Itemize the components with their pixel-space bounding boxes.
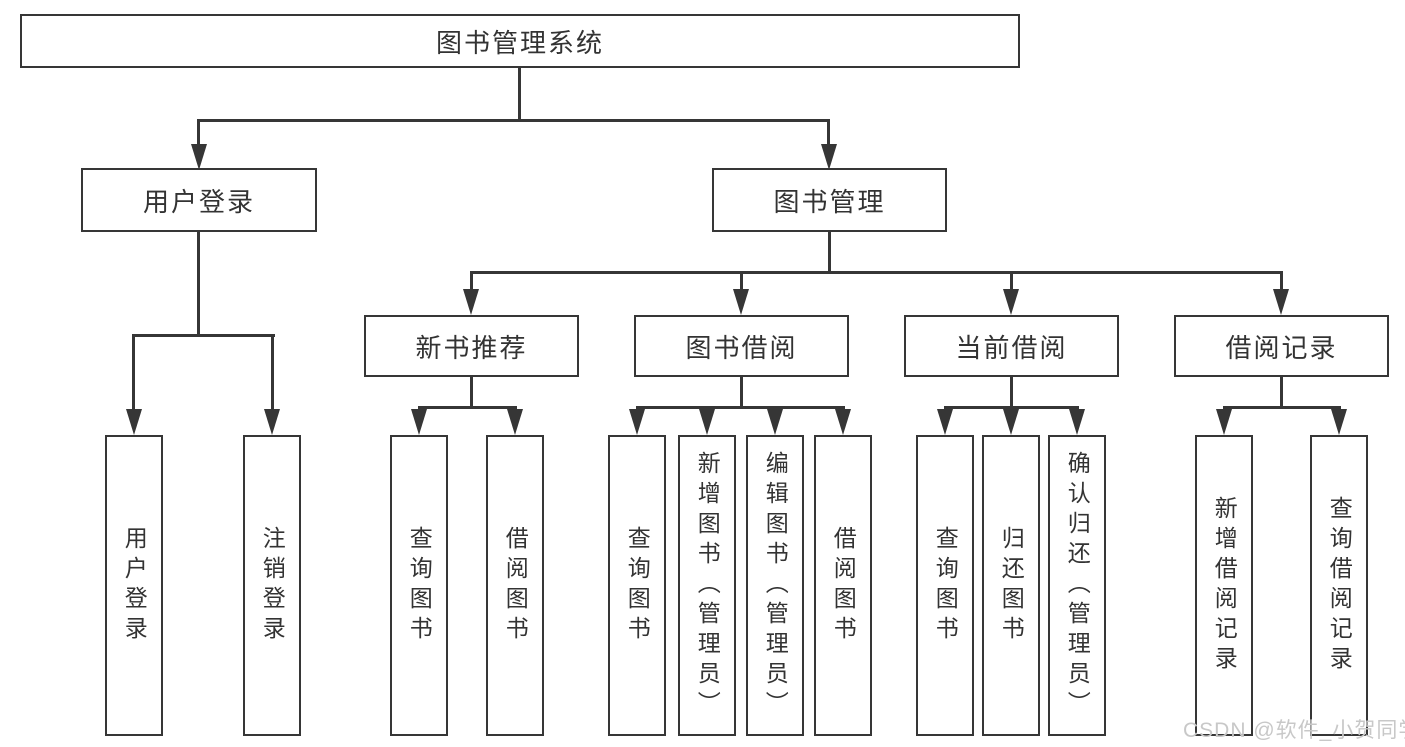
node-label: 当前借阅 xyxy=(955,332,1068,363)
node-label: 查询图书 xyxy=(406,525,433,646)
node-label: 借阅记录 xyxy=(1225,332,1338,363)
connector-line xyxy=(828,232,831,274)
connector-line xyxy=(740,271,743,291)
arrow-down-icon xyxy=(126,409,142,435)
connector-line xyxy=(470,377,473,409)
leaf-user-login: 用户登录 xyxy=(105,435,163,736)
connector-line xyxy=(470,271,473,291)
node-label: 借阅图书 xyxy=(830,525,857,646)
leaf-query-books-3: 查询图书 xyxy=(916,435,974,736)
node-user-login: 用户登录 xyxy=(81,168,317,232)
connector-line xyxy=(740,377,743,409)
connector-line xyxy=(944,406,1079,409)
leaf-logout-login: 注销登录 xyxy=(243,435,301,736)
arrow-down-icon xyxy=(463,289,479,315)
arrow-down-icon xyxy=(1331,409,1347,435)
arrow-down-icon xyxy=(1069,409,1085,435)
arrow-down-icon xyxy=(767,409,783,435)
leaf-add-books-admin: 新增图书（管理员） xyxy=(678,435,736,736)
node-label: 归还图书 xyxy=(998,525,1025,646)
node-label: 图书借阅 xyxy=(685,332,798,363)
node-book-management: 图书管理 xyxy=(712,168,947,232)
connector-line xyxy=(470,271,1283,274)
node-label: 新增借阅记录 xyxy=(1211,495,1238,676)
arrow-down-icon xyxy=(699,409,715,435)
connector-line xyxy=(827,119,830,147)
connector-line xyxy=(1280,271,1283,291)
arrow-down-icon xyxy=(821,144,837,170)
node-label: 查询图书 xyxy=(932,525,959,646)
node-label: 图书管理 xyxy=(773,186,886,217)
node-label: 编辑图书（管理员） xyxy=(762,450,789,721)
arrow-down-icon xyxy=(1273,289,1289,315)
connector-line xyxy=(197,119,830,122)
leaf-borrow-books-1: 借阅图书 xyxy=(486,435,544,736)
node-label: 新书推荐 xyxy=(415,332,528,363)
node-label: 借阅图书 xyxy=(502,525,529,646)
leaf-edit-books-admin: 编辑图书（管理员） xyxy=(746,435,804,736)
arrow-down-icon xyxy=(1003,409,1019,435)
arrow-down-icon xyxy=(1216,409,1232,435)
leaf-query-books-1: 查询图书 xyxy=(390,435,448,736)
leaf-query-borrow-record: 查询借阅记录 xyxy=(1310,435,1368,736)
connector-line xyxy=(1010,271,1013,291)
connector-line xyxy=(1280,377,1283,409)
leaf-return-books: 归还图书 xyxy=(982,435,1040,736)
csdn-watermark: CSDN @软件_小贺同学 xyxy=(1183,719,1405,742)
node-label: 用户登录 xyxy=(142,186,255,217)
connector-line xyxy=(132,334,275,337)
connector-line xyxy=(418,406,517,409)
node-label: 查询借阅记录 xyxy=(1326,495,1353,676)
node-book-borrowing: 图书借阅 xyxy=(634,315,849,377)
node-label: 新增图书（管理员） xyxy=(694,450,721,721)
node-label: 图书管理系统 xyxy=(435,27,604,58)
arrow-down-icon xyxy=(629,409,645,435)
connector-line xyxy=(197,119,200,147)
connector-line xyxy=(1223,406,1341,409)
node-label: 注销登录 xyxy=(259,525,286,646)
arrow-down-icon xyxy=(507,409,523,435)
connector-line xyxy=(271,334,274,411)
connector-line xyxy=(636,406,845,409)
arrow-down-icon xyxy=(733,289,749,315)
arrow-down-icon xyxy=(1003,289,1019,315)
connector-line xyxy=(1010,377,1013,409)
connector-line xyxy=(197,232,200,337)
arrow-down-icon xyxy=(937,409,953,435)
leaf-query-books-2: 查询图书 xyxy=(608,435,666,736)
leaf-add-borrow-record: 新增借阅记录 xyxy=(1195,435,1253,736)
leaf-confirm-return-admin: 确认归还（管理员） xyxy=(1048,435,1106,736)
arrow-down-icon xyxy=(191,144,207,170)
node-library-management-system: 图书管理系统 xyxy=(20,14,1020,68)
connector-line xyxy=(518,66,521,122)
arrow-down-icon xyxy=(411,409,427,435)
node-label: 用户登录 xyxy=(121,525,148,646)
node-new-book-recommendation: 新书推荐 xyxy=(364,315,579,377)
node-current-borrowing: 当前借阅 xyxy=(904,315,1119,377)
node-label: 确认归还（管理员） xyxy=(1064,450,1091,721)
leaf-borrow-books-2: 借阅图书 xyxy=(814,435,872,736)
node-label: 查询图书 xyxy=(624,525,651,646)
arrow-down-icon xyxy=(835,409,851,435)
arrow-down-icon xyxy=(264,409,280,435)
connector-line xyxy=(132,334,135,411)
node-borrowing-records: 借阅记录 xyxy=(1174,315,1389,377)
